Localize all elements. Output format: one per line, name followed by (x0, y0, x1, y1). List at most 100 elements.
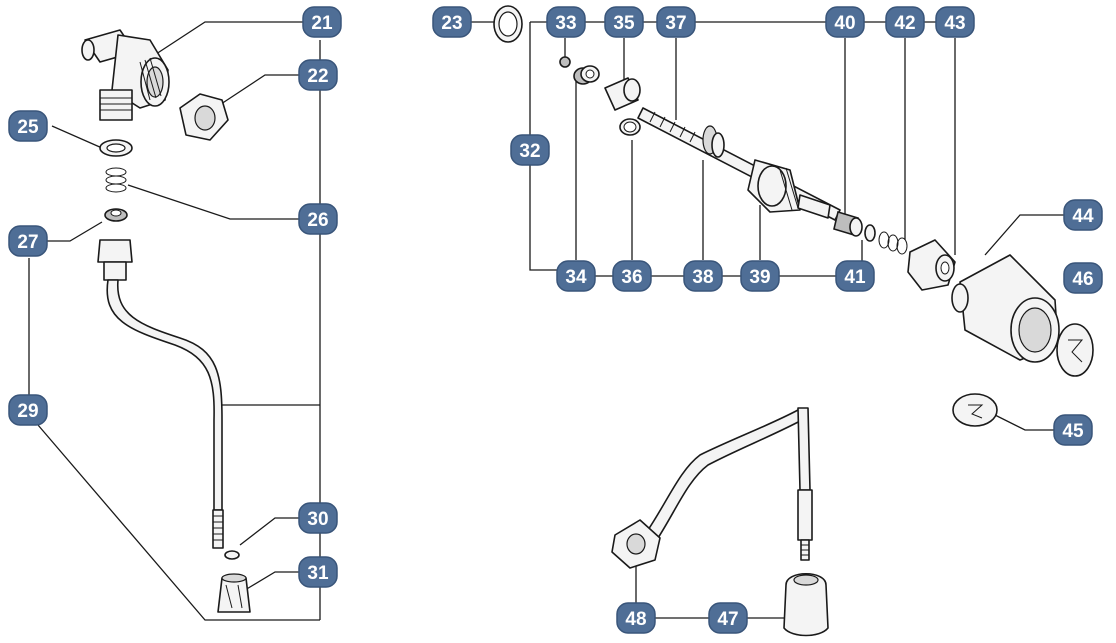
badge-label: 46 (1072, 269, 1093, 290)
badge-35: 35 (604, 6, 644, 38)
part-29-tube (97, 239, 224, 549)
leader-25 (51, 125, 103, 149)
leader-26 (127, 184, 300, 220)
badge-33: 33 (546, 6, 586, 38)
part-30-o-ring (224, 550, 240, 560)
part-23-gasket (493, 5, 523, 43)
badge-label: 44 (1072, 206, 1094, 227)
part-26-spring (105, 167, 127, 193)
badge-label: 26 (307, 210, 328, 231)
badge-label: 42 (894, 13, 915, 34)
badge-label: 22 (307, 66, 328, 87)
badge-label: 47 (717, 609, 738, 630)
badge-46: 46 (1063, 262, 1103, 294)
part-43-nut (907, 239, 956, 291)
badge-label: 48 (625, 609, 646, 630)
leader-27 (45, 221, 103, 242)
badge-label: 25 (17, 117, 39, 138)
badge-shape (835, 260, 875, 292)
badge-shape (510, 134, 550, 166)
badge-label: 21 (311, 13, 333, 34)
part-41-washer (864, 224, 876, 242)
badge-34: 34 (556, 260, 596, 292)
part-47-nozzle (783, 573, 829, 637)
badge-42: 42 (885, 6, 925, 38)
badge-shape (546, 6, 586, 38)
badge-shape (683, 260, 723, 292)
badge-shape (612, 260, 652, 292)
badge-label: 38 (692, 267, 713, 288)
badge-label: 31 (307, 563, 329, 584)
badge-40: 40 (825, 6, 865, 38)
badge-label: 45 (1062, 421, 1084, 442)
badge-25: 25 (8, 110, 48, 142)
badge-label: 29 (17, 401, 38, 422)
badge-shape (8, 394, 48, 426)
badge-shape (298, 556, 338, 588)
badge-label: 43 (944, 13, 965, 34)
badge-41: 41 (835, 260, 875, 292)
part-36-o-ring (619, 118, 641, 136)
badge-43: 43 (935, 6, 975, 38)
badge-44: 44 (1063, 199, 1103, 231)
badge-shape (825, 6, 865, 38)
part-25-washer (99, 139, 133, 157)
badge-shape (885, 6, 925, 38)
badge-shape (1063, 262, 1103, 294)
part-31-nozzle-tip (217, 573, 251, 613)
part-42-o-rings (878, 231, 908, 255)
part-22-hex-nut (179, 93, 229, 141)
part-46-cap (1056, 323, 1094, 377)
badge-22: 22 (298, 59, 338, 91)
badge-shape (656, 6, 696, 38)
badge-39: 39 (740, 260, 780, 292)
part-37-38-39-valve-stem (637, 107, 841, 221)
part-45-cap (952, 393, 998, 427)
badge-label: 34 (565, 267, 587, 288)
badge-label: 32 (519, 141, 540, 162)
badge-shape (8, 225, 48, 257)
badge-label: 41 (844, 267, 866, 288)
badge-38: 38 (683, 260, 723, 292)
badge-29: 29 (8, 394, 48, 426)
leader-22 (214, 74, 300, 109)
badge-label: 36 (621, 267, 642, 288)
badge-shape (432, 6, 472, 38)
badge-shape (616, 602, 656, 634)
badge-23: 23 (432, 6, 472, 38)
part-27-seat (104, 208, 128, 222)
leader-31 (244, 571, 300, 591)
leader-48-47 (635, 560, 790, 619)
part-21-elbow-fitting (81, 29, 170, 121)
badge-32: 32 (510, 134, 550, 166)
badge-label: 23 (441, 13, 462, 34)
badge-label: 27 (17, 232, 38, 253)
badge-31: 31 (298, 556, 338, 588)
badge-shape (935, 6, 975, 38)
badge-label: 39 (749, 267, 770, 288)
badge-30: 30 (298, 502, 338, 534)
part-40-spacer (833, 210, 863, 237)
badge-shape (708, 602, 748, 634)
leader-30 (239, 517, 300, 546)
badge-label: 40 (834, 13, 855, 34)
badge-shape (298, 502, 338, 534)
badge-label: 37 (665, 13, 686, 34)
badge-shape (8, 110, 48, 142)
badge-label: 30 (307, 509, 328, 530)
badge-37: 37 (656, 6, 696, 38)
part-33-ball (559, 56, 571, 68)
badge-27: 27 (8, 225, 48, 257)
badge-36: 36 (612, 260, 652, 292)
badge-26: 26 (298, 203, 338, 235)
leader-44 (984, 214, 1065, 256)
badge-47: 47 (708, 602, 748, 634)
part-35-sleeve (604, 77, 641, 111)
badge-shape (302, 6, 342, 38)
badge-shape (298, 203, 338, 235)
part-48-tube-assembly (611, 407, 813, 569)
part-44-knob (951, 254, 1060, 363)
badge-shape (1063, 199, 1103, 231)
leader-29-diag (37, 424, 320, 621)
